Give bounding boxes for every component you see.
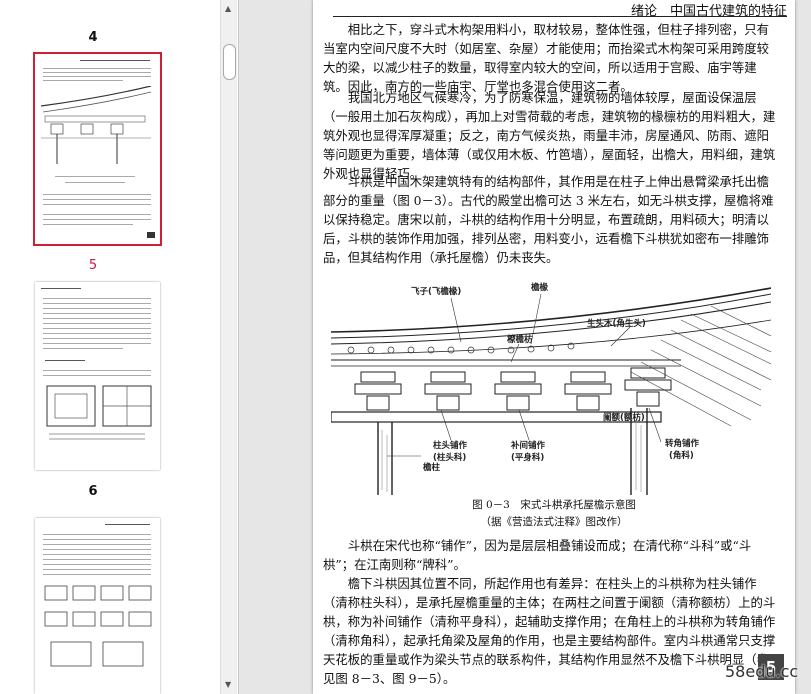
label-yanchuan: 檐椽 — [531, 282, 549, 293]
label-lan-e: 阑额(额枋) — [603, 412, 645, 423]
page-thumbnail-5[interactable] — [35, 282, 160, 470]
thumbnail-page-number: 6 — [88, 484, 98, 499]
label-bujian: 补间铺作 — [510, 440, 546, 451]
label-shengtou: 生头木(角生头) — [587, 318, 646, 329]
thumbnail-page-number: 4 — [88, 30, 98, 45]
label-zhutou: 柱头铺作 — [433, 440, 468, 451]
label-zhuanjiao: 转角铺作 — [665, 438, 700, 449]
paragraph-4: 斗栱在宋代也称“铺作”，因为是层层相叠铺设而成；在清代称“斗科”或“斗栱”；在江… — [323, 538, 752, 572]
scrollbar-thumb[interactable] — [223, 44, 236, 80]
figure-source: （据《营造法式注释》图改作） — [480, 516, 628, 528]
paragraph-5: 檐下斗栱因其位置不同，所起作用也有差异：在柱头上的斗栱称为柱头铺作（清称柱头科）… — [323, 576, 776, 686]
paragraph-2: 我国北方地区气候寒冷，为了防寒保温，建筑物的墙体较厚，屋面设保温层（一般用土加石… — [323, 90, 776, 181]
document-page: 绪论 中国古代建筑的特征 相比之下，穿斗式木构架用料小，取材较易，整体性强，但柱… — [313, 0, 795, 694]
label-feizi: 飞子(飞檐椽) — [411, 286, 461, 297]
dougong-figure: 飞子(飞檐椽) 檐椽 生头木(角生头) 橑檐枋 阑额(额枋) 柱头铺作 (柱头科… — [331, 282, 771, 495]
figure-caption: 图 0－3 宋式斗栱承托屋檐示意图 — [472, 499, 636, 511]
paragraph-1: 相比之下，穿斗式木构架用料小，取材较易，整体性强，但柱子排列密，只有当室内空间尺… — [323, 22, 770, 94]
scroll-up-icon[interactable]: ▲ — [225, 4, 232, 13]
label-bujian-sub: (平身科) — [511, 452, 544, 463]
running-header: 绪论 中国古代建筑的特征 — [333, 0, 787, 19]
label-liaoyanfang: 橑檐枋 — [507, 334, 533, 345]
label-zhuanjiao-sub: (角科) — [669, 450, 694, 461]
paragraph-3: 斗栱是中国木架建筑特有的结构部件，其作用是在柱子上伸出悬臂梁承托出檐部分的重量（… — [323, 174, 774, 265]
thumbnail-sidebar: 4 5 — [0, 0, 239, 694]
thumbnail-page-number: 5 — [88, 258, 98, 273]
document-viewer: 绪论 中国古代建筑的特征 相比之下，穿斗式木构架用料小，取材较易，整体性强，但柱… — [239, 0, 811, 694]
page-thumbnail-4[interactable] — [33, 52, 162, 246]
page-thumbnail-6[interactable] — [35, 518, 160, 694]
sidebar-scrollbar[interactable]: ▲ ▼ — [220, 0, 237, 694]
label-yanzhu: 檐柱 — [423, 462, 441, 473]
page-number: 5 — [758, 654, 784, 680]
label-zhutou-sub: (柱头科) — [433, 452, 466, 463]
scroll-down-icon[interactable]: ▼ — [225, 680, 232, 689]
watermark: 58edu.cc — [725, 662, 799, 681]
